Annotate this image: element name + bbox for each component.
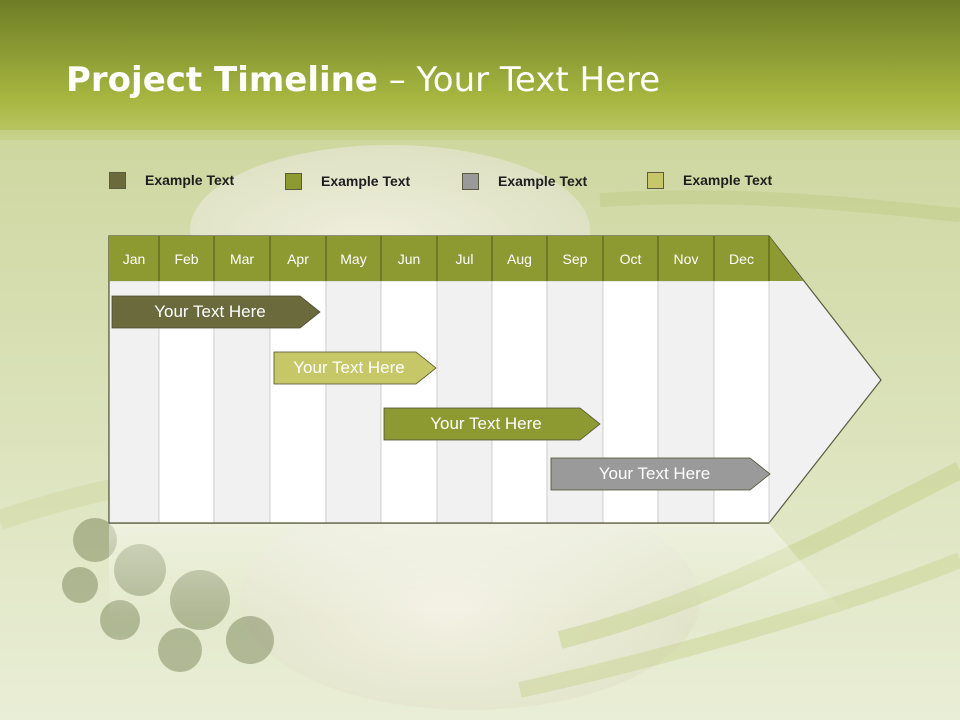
title-bold: Project Timeline xyxy=(66,60,378,100)
task-label-3: Your Text Here xyxy=(430,414,542,433)
month-label-may: May xyxy=(340,251,367,267)
month-label-feb: Feb xyxy=(174,251,199,267)
task-arrow-shape-1 xyxy=(111,295,321,329)
month-label-dec: Dec xyxy=(729,251,754,267)
legend-swatch-1 xyxy=(109,171,126,189)
task-label-1: Your Text Here xyxy=(154,302,266,321)
legend-swatch-4 xyxy=(647,171,664,189)
month-column-aug xyxy=(491,280,548,524)
task-label-2: Your Text Here xyxy=(293,358,405,377)
month-label-jul: Jul xyxy=(455,251,474,267)
task-arrow-shape-4 xyxy=(550,457,771,491)
month-label-nov: Nov xyxy=(673,251,699,267)
task-bar-3: Your Text Here xyxy=(383,407,601,441)
legend-label-2: Example Text xyxy=(321,173,411,189)
task-arrow-shape-2 xyxy=(273,351,437,385)
legend-label-1: Example Text xyxy=(145,172,235,188)
task-label-4: Your Text Here xyxy=(598,464,711,483)
month-column-jun xyxy=(380,280,438,524)
timeline-reflection xyxy=(109,524,850,620)
month-header-band xyxy=(109,236,803,281)
legend-item-4: Example Text xyxy=(647,170,772,190)
legend-item-2: Example Text xyxy=(285,171,410,191)
month-label-aug: Aug xyxy=(507,251,532,267)
month-label-sep: Sep xyxy=(562,251,588,267)
month-column-jul xyxy=(436,280,493,524)
task-bar-2: Your Text Here xyxy=(273,351,437,385)
title-subtitle: – Your Text Here xyxy=(377,60,661,100)
legend-swatch-2 xyxy=(285,172,302,190)
task-bar-1: Your Text Here xyxy=(111,295,321,329)
month-column-may xyxy=(325,280,382,524)
month-label-apr: Apr xyxy=(287,251,309,267)
legend-swatch-3 xyxy=(462,172,479,190)
task-bar-4: Your Text Here xyxy=(550,457,771,491)
legend-label-3: Example Text xyxy=(498,173,588,189)
month-label-mar: Mar xyxy=(229,251,255,267)
month-label-oct: Oct xyxy=(619,251,642,267)
legend-item-1: Example Text xyxy=(109,170,234,190)
legend-item-3: Example Text xyxy=(462,171,587,191)
task-arrow-shape-3 xyxy=(383,407,601,441)
month-label-jun: Jun xyxy=(397,251,421,267)
legend-label-4: Example Text xyxy=(683,172,773,188)
month-label-jan: Jan xyxy=(122,251,146,267)
slide-title: Project Timeline – Your Text Here xyxy=(66,60,660,100)
